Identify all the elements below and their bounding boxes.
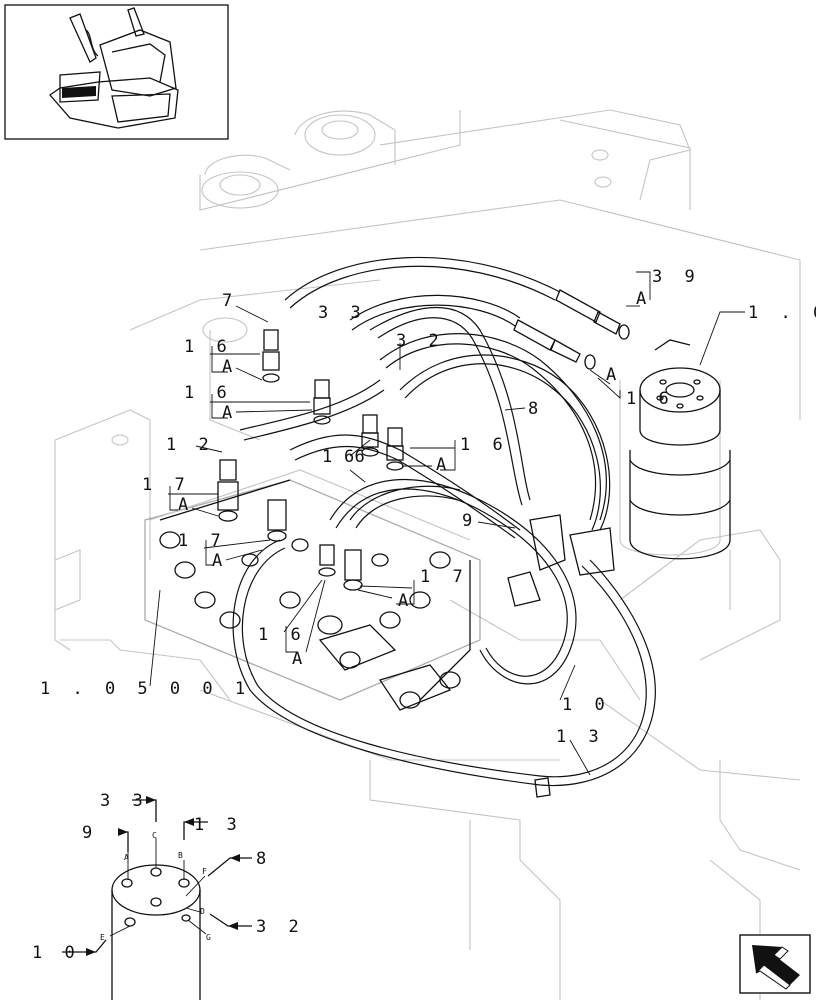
callout-16-f: 1 6 <box>258 625 307 645</box>
port-label-33: 3 3 <box>100 791 149 811</box>
callout-9: 9 <box>462 511 478 531</box>
callout-A-16c: A <box>606 365 622 385</box>
port-letter-F: F <box>202 867 207 876</box>
port-label-10: 1 0 <box>32 943 81 963</box>
machine-frame-outline <box>54 109 801 1000</box>
callout-17-a: 1 7 <box>142 475 191 495</box>
port-label-9: 9 <box>82 823 98 843</box>
port-label-13: 1 3 <box>194 815 243 835</box>
port-label-8: 8 <box>256 849 272 869</box>
callout-8: 8 <box>528 399 544 419</box>
hose-assemblies <box>232 256 656 798</box>
callout-1-04: 1 . 0 4 <box>748 303 816 323</box>
fittings <box>217 289 630 607</box>
callout-39: 3 9 <box>652 267 701 287</box>
callout-A-39: A <box>636 289 652 309</box>
callout-A-16f: A <box>292 649 308 669</box>
callout-16-a: 1 6 <box>184 337 233 357</box>
port-letter-C: C <box>152 831 157 840</box>
callout-12: 1 2 <box>166 435 215 455</box>
port-letter-B: B <box>178 851 183 860</box>
callout-A-17b: A <box>212 551 228 571</box>
swivel-port-diagram: 3 3 9 1 3 8 3 2 1 0 A B C D E F G <box>32 791 305 1000</box>
callout-7: 7 <box>222 291 238 311</box>
callout-A-16a: A <box>222 357 238 377</box>
callout-16-b: 1 6 <box>184 383 233 403</box>
callout-17-b: 1 7 <box>178 531 227 551</box>
callout-17-c: 1 7 <box>420 567 469 587</box>
callout-13: 1 3 <box>556 727 605 747</box>
port-letter-E: E <box>100 933 105 942</box>
callout-10: 1 0 <box>562 695 611 715</box>
control-valve-block <box>144 469 481 711</box>
leader-lines <box>149 271 745 776</box>
callout-A-17c: A <box>398 591 414 611</box>
callout-1-050-01: 1 . 0 5 0 0 1 <box>40 679 251 699</box>
thumbnail-inset[interactable] <box>4 4 229 140</box>
callout-6: 6 <box>344 447 360 467</box>
swivel-joint <box>619 339 731 560</box>
callout-A-16d: A <box>436 455 452 475</box>
page-navigation-arrow-icon[interactable] <box>739 934 811 994</box>
callout-A-17a: A <box>178 495 194 515</box>
excavator-cab-thumbnail-icon <box>49 7 179 129</box>
callout-16-e: 1 6 <box>322 447 371 467</box>
callout-33: 3 3 <box>318 303 367 323</box>
port-letter-G: G <box>206 933 211 942</box>
port-label-32: 3 2 <box>256 917 305 937</box>
callout-A-16b: A <box>222 403 238 423</box>
callout-labels: 7 3 3 3 9 A 1 . 0 4 1 6 A 3 2 1 6 A 8 A … <box>40 267 816 747</box>
callout-32: 3 2 <box>396 331 445 351</box>
callout-16-d: 1 6 <box>460 435 509 455</box>
port-letter-D: D <box>200 907 205 916</box>
port-letter-A: A <box>124 853 129 862</box>
callout-16-c: 1 6 <box>626 389 675 409</box>
